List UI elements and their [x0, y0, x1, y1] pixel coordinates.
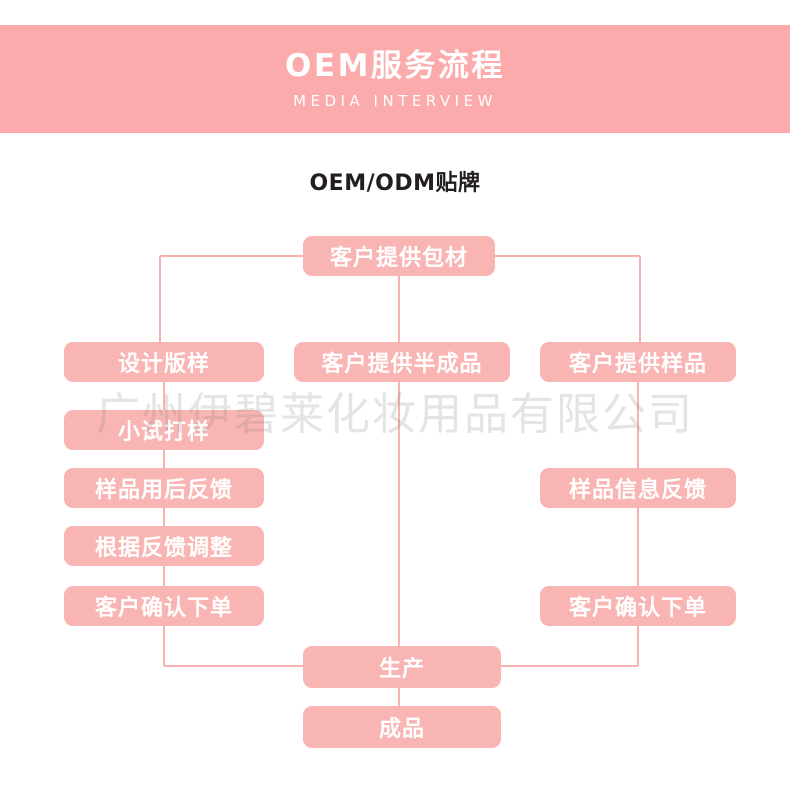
node-left-adjust-by-feedback[interactable]: 根据反馈调整 [64, 526, 264, 566]
node-finished-product[interactable]: 成品 [303, 706, 501, 748]
node-label: 生产 [378, 657, 425, 682]
node-middle-semi-finished[interactable]: 客户提供半成品 [294, 342, 510, 382]
node-right-customer-sample[interactable]: 客户提供样品 [540, 342, 736, 382]
node-label: 样品用后反馈 [94, 478, 233, 503]
header-banner: OEM服务流程 MEDIA INTERVIEW [0, 25, 790, 133]
banner-title: OEM服务流程 [285, 47, 505, 84]
node-left-design-sample[interactable]: 设计版样 [64, 342, 264, 382]
node-label: 客户提供半成品 [321, 352, 483, 377]
node-label: 客户确认下单 [568, 596, 707, 621]
node-right-customer-confirm-order[interactable]: 客户确认下单 [540, 586, 736, 626]
node-label: 客户提供包材 [329, 246, 468, 271]
node-label: 客户提供样品 [568, 352, 707, 377]
node-right-sample-info-feedback[interactable]: 样品信息反馈 [540, 468, 736, 508]
node-root[interactable]: 客户提供包材 [303, 236, 495, 276]
node-label: 设计版样 [117, 352, 210, 377]
node-label: 小试打样 [117, 420, 210, 445]
node-label: 客户确认下单 [94, 596, 233, 621]
node-left-sample-feedback[interactable]: 样品用后反馈 [64, 468, 264, 508]
node-label: 成品 [378, 717, 425, 742]
node-label: 样品信息反馈 [568, 478, 707, 503]
banner-subtitle: MEDIA INTERVIEW [293, 91, 497, 110]
node-production[interactable]: 生产 [303, 646, 501, 688]
node-left-customer-confirm-order[interactable]: 客户确认下单 [64, 586, 264, 626]
section-heading: OEM/ODM贴牌 [309, 171, 481, 196]
node-left-trial-sample[interactable]: 小试打样 [64, 410, 264, 450]
node-label: 根据反馈调整 [94, 536, 233, 561]
